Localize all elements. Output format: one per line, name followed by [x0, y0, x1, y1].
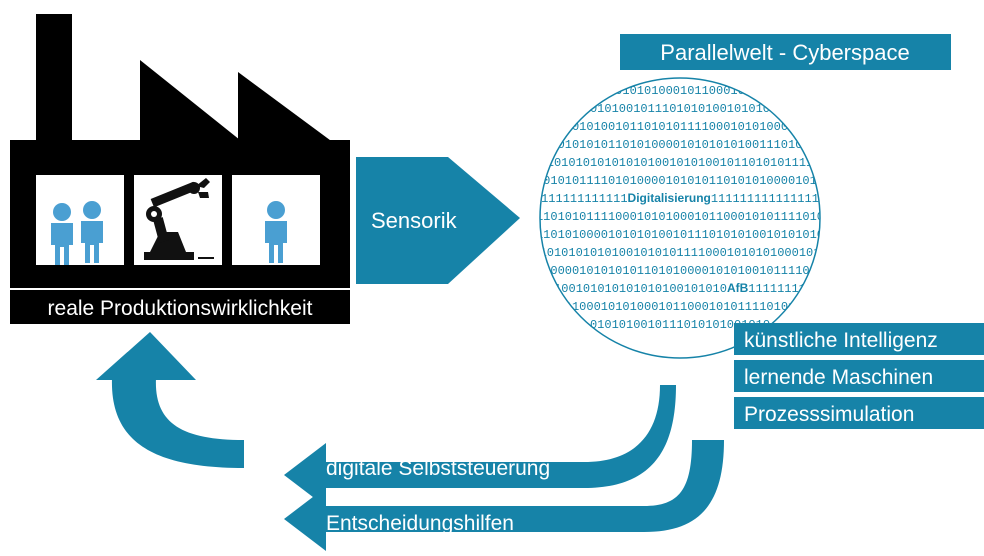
binary-line: 1111111111111Digitalisierung111111111111…	[534, 191, 826, 206]
binary-line: 1110001010100010110001010111101010	[558, 300, 803, 314]
binary-highlight-word: Digitalisierung	[628, 191, 711, 205]
binary-line: 0101010010111010101001010	[590, 318, 770, 332]
capabilities-list: künstliche Intelligenz lernende Maschine…	[734, 323, 984, 429]
binary-line: 0010101010101010100101010010110101011110…	[532, 156, 827, 170]
binary-line: 1000101011110101000010101011010101000010…	[522, 174, 839, 188]
binary-line: 1011010100001010101001011101010100101010…	[522, 228, 839, 242]
binary-line: 0101010010110101011110001010100010	[558, 120, 803, 134]
robot-arm-icon	[144, 178, 214, 260]
capability-machine-learning: lernende Maschinen	[744, 366, 933, 389]
sensor-arrow	[356, 157, 520, 284]
capability-process-simulation: Prozesssimulation	[744, 403, 914, 426]
binary-line: 0011010101111000101010001011000101011110…	[522, 210, 839, 224]
cyberspace-title-box	[620, 34, 951, 70]
binary-line: 01010101011010100001010101010011101010	[543, 138, 817, 152]
binary-line: 1010101010101001010101111000101010100010…	[525, 246, 835, 260]
binary-line: 1010000101010101101010000101010010111101…	[529, 264, 831, 278]
factory-caption: reale Produktionswirklichkeit	[48, 297, 313, 320]
capability-ai: künstliche Intelligenz	[744, 329, 938, 352]
binary-line: 0101010100010110001010	[601, 84, 759, 98]
binary-line: 01010100101110101010010101010	[576, 102, 785, 116]
binary-highlight-word: AfB	[727, 281, 749, 295]
feedback-loop-arrows	[96, 332, 724, 551]
feedback-label-decision-support: Entscheidungshilfen	[326, 512, 514, 535]
sensor-arrow-label: Sensorik	[371, 208, 458, 233]
factory-caption-box	[10, 290, 350, 324]
worker-icon	[265, 201, 287, 263]
binary-sphere	[539, 77, 821, 359]
binary-code-lines: 0101010100010110001010 010101001011101010…	[522, 84, 839, 332]
cyberspace-title: Parallelwelt - Cyberspace	[660, 40, 909, 65]
binary-line: 1100101010101010100101010AfB111111111	[547, 281, 813, 296]
workers-icon	[51, 201, 103, 265]
feedback-label-self-control: digitale Selbststeuerung	[326, 457, 550, 480]
